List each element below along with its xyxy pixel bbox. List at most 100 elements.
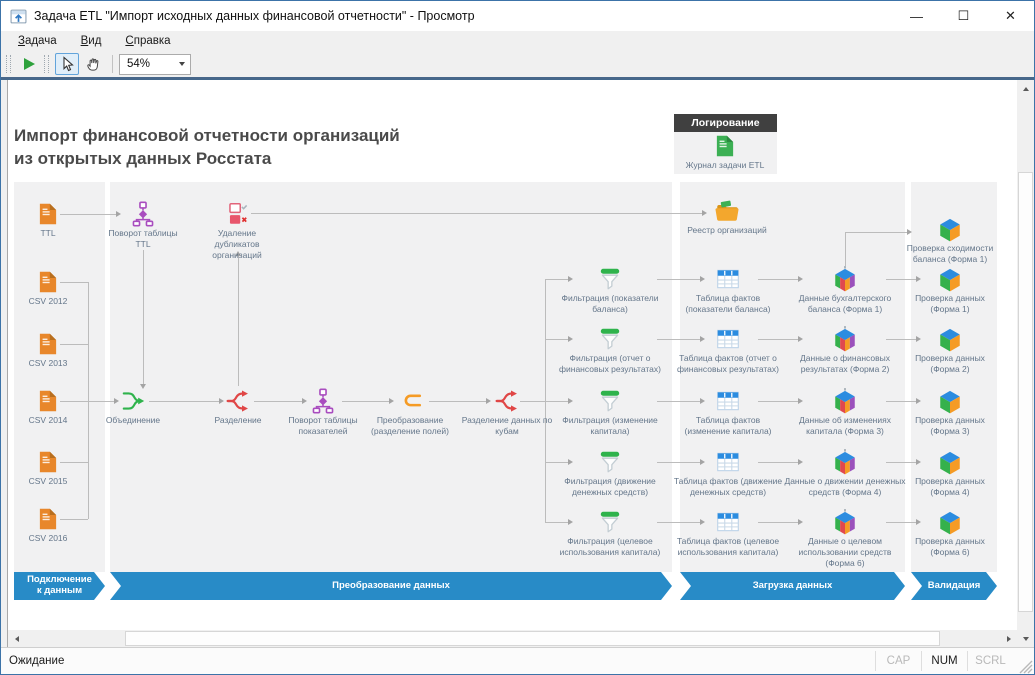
flow-node[interactable]: Таблица фактов (целевое использования ка… <box>666 509 790 558</box>
flow-connector <box>60 344 88 345</box>
flow-node[interactable]: Данные об изменениях капитала (Форма 3) <box>788 388 902 437</box>
flow-node[interactable]: Проверка данных (Форма 4) <box>906 449 994 498</box>
flow-node[interactable]: Реестр организаций <box>677 198 777 236</box>
node-label: Разделение <box>214 415 262 425</box>
flow-connector <box>60 401 114 402</box>
menu-bar: Задача Вид Справка <box>1 31 1034 51</box>
flow-node[interactable]: Фильтрация (изменение капитала) <box>554 388 666 437</box>
flow-node[interactable]: Таблица фактов (движение денежных средст… <box>666 449 790 498</box>
flow-node[interactable]: Объединение <box>91 388 175 426</box>
scroll-up-button[interactable] <box>1017 80 1034 97</box>
flow-node[interactable]: Проверка данных (Форма 1) <box>906 266 994 315</box>
flow-connector <box>886 522 916 523</box>
flow-connector <box>886 462 916 463</box>
flow-connector <box>520 401 545 402</box>
horizontal-scroll-thumb[interactable] <box>125 631 940 646</box>
flow-node[interactable]: Данные о финансовых результатах (Форма 2… <box>788 326 902 375</box>
maximize-button[interactable]: ☐ <box>957 8 970 23</box>
flow-node[interactable]: Данные о целевом использовании средств (… <box>786 509 904 569</box>
flow-connector <box>429 401 486 402</box>
arrowhead-icon <box>702 210 707 216</box>
flow-node[interactable]: CSV 2016 <box>18 506 78 544</box>
flow-node[interactable]: Поворот таблицы TTL <box>100 201 186 250</box>
vertical-scroll-thumb[interactable] <box>1018 172 1033 612</box>
close-button[interactable]: ✕ <box>1005 8 1016 23</box>
flow-connector <box>143 250 144 384</box>
flow-node[interactable]: Преобразование (разделение полей) <box>358 388 462 437</box>
flow-connector <box>60 462 88 463</box>
flow-connector <box>251 213 702 214</box>
toolbar-grip[interactable] <box>44 55 49 73</box>
menu-item[interactable]: Справка <box>125 35 171 47</box>
content-area: Импорт финансовой отчетности организаций… <box>1 79 1034 647</box>
flow-node[interactable]: Разделение данных по кубам <box>461 388 553 437</box>
flow-node[interactable]: CSV 2015 <box>18 449 78 487</box>
menu-item[interactable]: Задача <box>18 35 57 47</box>
filter-funnel-icon <box>597 388 623 414</box>
flow-node[interactable]: Таблица фактов (показатели баланса) <box>672 266 784 315</box>
flow-node[interactable]: Таблица фактов (изменение капитала) <box>672 388 784 437</box>
diagram-canvas[interactable]: Импорт финансовой отчетности организаций… <box>8 80 1017 630</box>
scroll-right-button[interactable] <box>1000 630 1017 647</box>
flow-node[interactable]: Проверка сходимости баланса (Форма 1) <box>900 216 1000 265</box>
flow-node[interactable]: Фильтрация (целевое использования капита… <box>548 509 672 558</box>
resize-grip-icon[interactable] <box>1019 660 1033 674</box>
node-label: Журнал задачи ETL <box>685 160 765 170</box>
title-bar: Задача ETL "Импорт исходных данных финан… <box>1 1 1034 31</box>
flow-node[interactable]: Таблица фактов (отчет о финансовых резул… <box>666 326 790 375</box>
arrowhead-icon <box>235 251 241 256</box>
fact-table-icon <box>715 266 741 292</box>
pointer-tool-button[interactable] <box>55 53 79 75</box>
flow-connector <box>254 401 302 402</box>
flow-node[interactable]: Фильтрация (движение денежных средств) <box>551 449 669 498</box>
node-label: Проверка данных (Форма 3) <box>915 415 985 437</box>
vertical-scroll-track[interactable] <box>1017 97 1034 630</box>
flow-node[interactable]: Данные о движении денежных средств (Форм… <box>781 449 909 498</box>
canvas-left-margin <box>1 80 8 647</box>
toolbar-separator <box>112 55 113 73</box>
flow-node[interactable]: Разделение <box>196 388 280 426</box>
arrowhead-icon <box>907 229 912 235</box>
horizontal-scrollbar[interactable] <box>8 630 1017 647</box>
arrowhead-icon <box>568 276 573 282</box>
check-cube-icon <box>937 449 963 475</box>
hand-icon <box>87 58 99 71</box>
filter-funnel-icon <box>597 509 623 535</box>
run-task-button[interactable] <box>17 53 41 75</box>
scroll-left-button[interactable] <box>8 630 25 647</box>
pan-tool-button[interactable] <box>81 53 105 75</box>
node-label: Удаление дубликатов организаций <box>212 228 262 261</box>
flow-connector <box>758 339 798 340</box>
horizontal-scroll-track[interactable] <box>25 630 1000 647</box>
scroll-down-button[interactable] <box>1017 630 1034 647</box>
lane-band: Валидация <box>911 572 997 600</box>
minimize-button[interactable]: — <box>910 8 923 24</box>
fact-table-icon <box>715 388 741 414</box>
toolbar-grip[interactable] <box>6 55 11 73</box>
flow-node[interactable]: CSV 2013 <box>18 331 78 369</box>
vertical-scrollbar[interactable] <box>1017 80 1034 647</box>
flow-node[interactable]: Проверка данных (Форма 3) <box>906 388 994 437</box>
flow-node[interactable]: Журнал задачи ETL <box>679 133 771 171</box>
flow-node[interactable]: Удаление дубликатов организаций <box>199 201 275 261</box>
flow-node[interactable]: TTL <box>18 201 78 239</box>
flow-node[interactable]: Проверка данных (Форма 2) <box>906 326 994 375</box>
arrowhead-icon <box>486 398 491 404</box>
flow-node[interactable]: Поворот таблицы показателей <box>279 388 367 437</box>
flow-node[interactable]: CSV 2014 <box>18 388 78 426</box>
flow-node[interactable]: CSV 2012 <box>18 269 78 307</box>
node-label: Фильтрация (отчет о финансовых результат… <box>559 353 661 375</box>
flow-node[interactable]: Фильтрация (отчет о финансовых результат… <box>548 326 672 375</box>
arrowhead-icon <box>140 384 146 389</box>
chevron-down-icon[interactable] <box>174 62 190 66</box>
lane-band: Преобразование данных <box>110 572 672 600</box>
menu-item[interactable]: Вид <box>80 35 102 47</box>
flow-connector <box>149 401 219 402</box>
zoom-select[interactable]: 54% <box>119 53 191 75</box>
flow-node[interactable]: Фильтрация (показатели баланса) <box>554 266 666 315</box>
node-label: Данные бухгалтерского баланса (Форма 1) <box>798 293 892 315</box>
flow-connector <box>60 282 88 283</box>
flow-node[interactable]: Проверка данных (Форма 6) <box>906 509 994 558</box>
flow-node[interactable]: Данные бухгалтерского баланса (Форма 1) <box>786 266 904 315</box>
